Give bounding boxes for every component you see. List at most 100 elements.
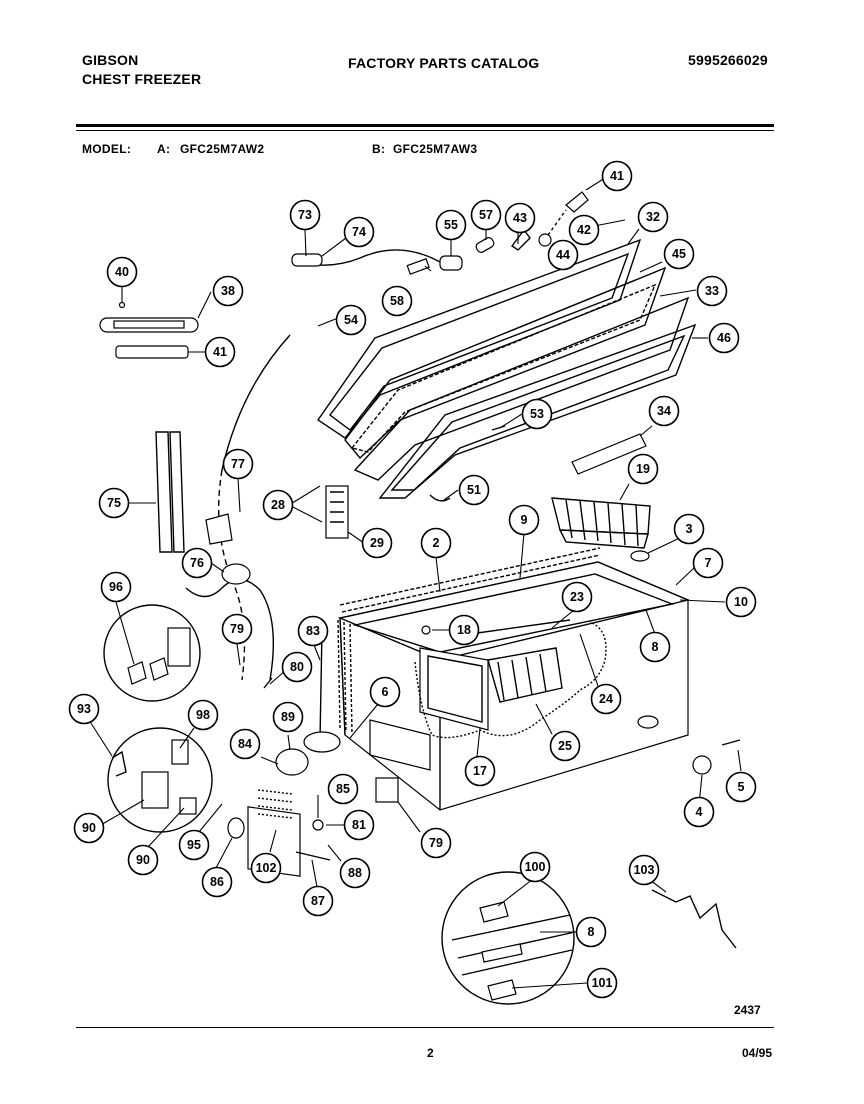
lid-frame-shape (353, 296, 690, 481)
callout-74: 76 (181, 547, 213, 579)
callout-8-detail-text: 8 (588, 925, 595, 939)
wiring-harness-shape (414, 621, 607, 739)
callout-34-text: 34 (657, 404, 671, 418)
drain-cap-shape (692, 755, 712, 775)
callout-84: 84 (229, 728, 261, 760)
cabinet-left-edge-shape (339, 617, 346, 736)
slot-shape (481, 943, 523, 963)
callout-80-text: 83 (306, 624, 320, 638)
callout-90: 90 (127, 844, 159, 876)
callout-18: 18 (448, 614, 480, 646)
callout-46: 45 (663, 238, 695, 270)
callout-81: 81 (343, 809, 375, 841)
callout-101: 101 (586, 967, 618, 999)
light-socket-shape (291, 253, 323, 267)
compressor-shape (275, 748, 309, 776)
callout-95-text: 95 (187, 838, 201, 852)
callout-74-text: 76 (190, 556, 204, 570)
callout-24-text: 24 (599, 692, 613, 706)
callout-83-text: 85 (336, 782, 350, 796)
cord-arc-shape (221, 334, 291, 471)
callout-84-text: 84 (238, 737, 252, 751)
callout-41-text: 41 (213, 345, 227, 359)
callout-40: 40 (106, 256, 138, 288)
detail-circle-93-shape (107, 727, 213, 833)
detail-circle-100-shape (441, 871, 575, 1005)
callout-96: 96 (100, 571, 132, 603)
callout-88: 89 (272, 701, 304, 733)
callout-44-text: 43 (513, 211, 527, 225)
callout-9-text: 9 (521, 513, 528, 527)
callout-51-text: 54 (344, 313, 358, 327)
hasp-shape (510, 228, 531, 251)
lamp-shape (439, 255, 463, 271)
callout-40-text: 40 (115, 265, 129, 279)
callout-53-text: 55 (444, 218, 458, 232)
callout-77: 80 (281, 651, 313, 683)
callout-5-text: 5 (738, 780, 745, 794)
bracket-shape (111, 750, 127, 777)
terminal-79-shape (375, 777, 399, 803)
callout-79: 79 (420, 827, 452, 859)
condenser-coil-shape (339, 547, 601, 613)
callout-2-text: 2 (433, 536, 440, 550)
model-a-prefix: A: (157, 142, 171, 156)
leader-lines (88, 175, 742, 989)
overload-shape (179, 797, 197, 815)
catalog-number: 5995266029 (688, 52, 768, 68)
catalog-title: FACTORY PARTS CATALOG (348, 55, 540, 71)
clip-101-shape (487, 979, 517, 1001)
callout-47: 46 (708, 322, 740, 354)
footer-rule (76, 1027, 774, 1028)
callout-7: 7 (692, 547, 724, 579)
cover-vent-shape (257, 789, 293, 819)
callout-6: 6 (369, 676, 401, 708)
callout-102-text: 102 (256, 861, 277, 875)
callout-17: 17 (464, 755, 496, 787)
detail-circle-96-shape (103, 604, 201, 702)
callout-38: 38 (212, 275, 244, 307)
gasket-shape (350, 283, 657, 453)
cabinet-opening-shape (352, 573, 675, 653)
callout-46-text: 45 (672, 247, 686, 261)
lid-outer-inner-shape (329, 252, 630, 431)
bulb-shape (475, 237, 495, 253)
callout-76-text: 79 (230, 622, 244, 636)
vent-shape (369, 719, 431, 771)
drain-plug-shape (721, 739, 741, 746)
grommet-85-shape (227, 817, 245, 839)
callout-6-text: 6 (382, 685, 389, 699)
bar-23-shape (469, 619, 571, 635)
callout-83: 85 (327, 773, 359, 805)
plug-detail-shape (127, 661, 147, 685)
inner-basket-shape (487, 647, 563, 703)
product-name: CHEST FREEZER (82, 71, 202, 87)
callout-54-text: 57 (479, 208, 493, 222)
header-rule-thick (76, 124, 774, 127)
callout-89-text: 90 (82, 821, 96, 835)
callout-75-text: 77 (231, 457, 245, 471)
callout-95: 95 (178, 829, 210, 861)
callout-73-text: 75 (107, 496, 121, 510)
divider-shape (419, 647, 489, 731)
callout-79-text: 79 (429, 836, 443, 850)
callout-53: 55 (435, 209, 467, 241)
callout-75: 77 (222, 448, 254, 480)
part-drawings (99, 191, 741, 1005)
thermostat-lines-shape (330, 491, 344, 523)
handle-inset-shape (113, 320, 185, 329)
tube-80-shape (319, 629, 323, 741)
callout-3-text: 3 (686, 522, 693, 536)
callout-33: 33 (696, 275, 728, 307)
callout-44: 43 (504, 202, 536, 234)
callout-29-text: 29 (370, 536, 384, 550)
callout-45-text: 44 (556, 248, 570, 262)
bracket-86-shape (295, 851, 331, 861)
callout-4: 4 (683, 796, 715, 828)
callout-45: 44 (547, 239, 579, 271)
callout-77-text: 80 (290, 660, 304, 674)
side-coil-shape (337, 619, 353, 735)
callout-33-text: 33 (705, 284, 719, 298)
handle-insert-shape (115, 345, 189, 359)
callout-88-text: 89 (281, 710, 295, 724)
